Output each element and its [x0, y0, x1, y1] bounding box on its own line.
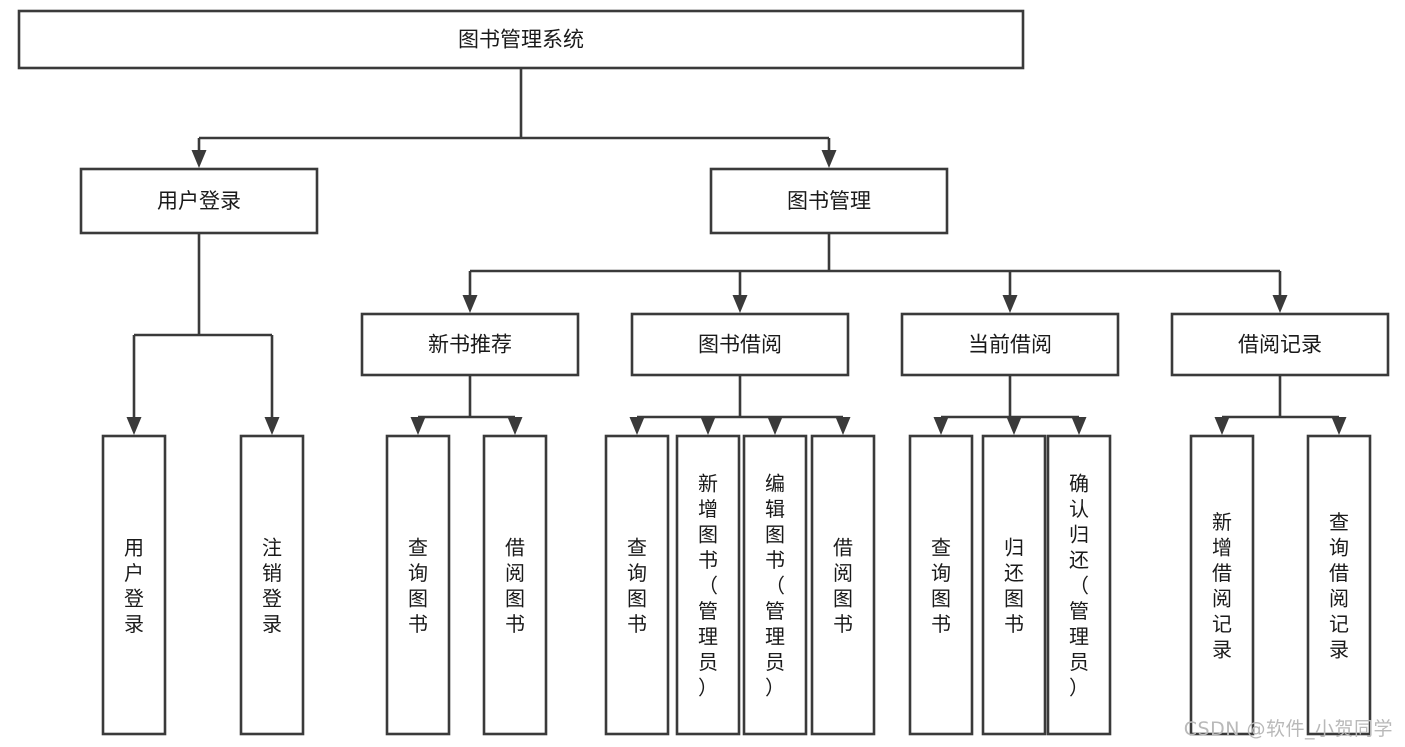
- arrowhead-leaf-add-book: [700, 417, 716, 435]
- node-label-leaf-add-book: 新增图书（管理员）: [698, 472, 718, 700]
- node-label-leaf-user-login: 用户登录: [124, 535, 144, 636]
- node-current-borrow[interactable]: 当前借阅: [900, 312, 1120, 377]
- node-leaf-query-record[interactable]: 查询借阅记录: [1306, 434, 1372, 736]
- node-label-leaf-borrow-book-2: 借阅图书: [833, 535, 853, 636]
- node-box-user-login: [79, 167, 319, 235]
- node-leaf-add-book[interactable]: 新增图书（管理员）: [675, 434, 741, 736]
- arrowhead-leaf-query-book-1: [410, 417, 426, 435]
- arrowhead-leaf-logout: [264, 417, 280, 435]
- node-label-leaf-query-book-2: 查询图书: [627, 535, 647, 636]
- node-box-leaf-add-record: [1189, 434, 1255, 736]
- node-borrow-record[interactable]: 借阅记录: [1170, 312, 1390, 377]
- node-box-leaf-borrow-book-1: [482, 434, 548, 736]
- node-label-leaf-logout: 注销登录: [262, 535, 282, 636]
- node-layer: 图书管理系统用户登录图书管理新书推荐图书借阅当前借阅借阅记录用户登录注销登录查询…: [17, 9, 1390, 736]
- node-label-leaf-return-book: 归还图书: [1004, 535, 1024, 636]
- arrowhead-leaf-add-record: [1214, 417, 1230, 435]
- arrowhead-leaf-borrow-book-1: [507, 417, 523, 435]
- node-label-book-borrow: 图书借阅: [698, 333, 782, 357]
- node-new-book-rec[interactable]: 新书推荐: [360, 312, 580, 377]
- node-box-book-manage: [709, 167, 949, 235]
- node-label-user-login: 用户登录: [157, 189, 241, 213]
- node-label-leaf-add-record: 新增借阅记录: [1212, 510, 1232, 662]
- arrowhead-leaf-edit-book: [767, 417, 783, 435]
- node-label-current-borrow: 当前借阅: [968, 333, 1052, 357]
- node-box-leaf-query-book-2: [604, 434, 670, 736]
- node-box-leaf-logout: [239, 434, 305, 736]
- arrowhead-new-book-rec: [462, 295, 478, 313]
- node-box-undefined: [17, 9, 1025, 70]
- arrowhead-borrow-record: [1272, 295, 1288, 313]
- node-box-new-book-rec: [360, 312, 580, 377]
- arrowhead-leaf-confirm-return: [1071, 417, 1087, 435]
- arrowhead-book-borrow: [732, 295, 748, 313]
- node-leaf-query-book-1[interactable]: 查询图书: [385, 434, 451, 736]
- node-box-leaf-user-login: [101, 434, 167, 736]
- node-label-new-book-rec: 新书推荐: [428, 333, 512, 357]
- arrowhead-current-borrow: [1002, 295, 1018, 313]
- node-label-leaf-query-book-3: 查询图书: [931, 535, 951, 636]
- node-leaf-return-book[interactable]: 归还图书: [981, 434, 1047, 736]
- node-box-leaf-add-book: [675, 434, 741, 736]
- node-box-leaf-confirm-return: [1046, 434, 1112, 736]
- node-book-manage[interactable]: 图书管理: [709, 167, 949, 235]
- node-box-leaf-borrow-book-2: [810, 434, 876, 736]
- node-leaf-confirm-return[interactable]: 确认归还（管理员）: [1046, 434, 1112, 736]
- node-box-book-borrow: [630, 312, 850, 377]
- node-book-borrow[interactable]: 图书借阅: [630, 312, 850, 377]
- arrowhead-root-book-manage: [821, 150, 837, 168]
- node-box-leaf-query-book-1: [385, 434, 451, 736]
- arrowhead-leaf-query-book-2: [629, 417, 645, 435]
- node-box-leaf-query-record: [1306, 434, 1372, 736]
- connector-layer: [126, 68, 1347, 435]
- arrowhead-leaf-borrow-book-2: [835, 417, 851, 435]
- node-label-undefined: 图书管理系统: [458, 28, 584, 52]
- node-leaf-add-record[interactable]: 新增借阅记录: [1189, 434, 1255, 736]
- arrowhead-leaf-return-book: [1006, 417, 1022, 435]
- node-leaf-edit-book[interactable]: 编辑图书（管理员）: [742, 434, 808, 736]
- node-leaf-query-book-3[interactable]: 查询图书: [908, 434, 974, 736]
- node-box-borrow-record: [1170, 312, 1390, 377]
- node-label-leaf-query-book-1: 查询图书: [408, 535, 428, 636]
- node-label-borrow-record: 借阅记录: [1238, 333, 1322, 357]
- arrowhead-leaf-query-book-3: [933, 417, 949, 435]
- node-leaf-borrow-book-1[interactable]: 借阅图书: [482, 434, 548, 736]
- node-label-leaf-query-record: 查询借阅记录: [1329, 510, 1349, 662]
- node-label-leaf-edit-book: 编辑图书（管理员）: [765, 472, 785, 700]
- node-box-current-borrow: [900, 312, 1120, 377]
- node-label-book-manage: 图书管理: [787, 189, 871, 213]
- node-box-leaf-edit-book: [742, 434, 808, 736]
- node-label-leaf-confirm-return: 确认归还（管理员）: [1069, 472, 1089, 700]
- node-undefined[interactable]: 图书管理系统: [17, 9, 1025, 70]
- node-leaf-user-login[interactable]: 用户登录: [101, 434, 167, 736]
- node-leaf-logout[interactable]: 注销登录: [239, 434, 305, 736]
- node-label-leaf-borrow-book-1: 借阅图书: [505, 535, 525, 636]
- arrowhead-root-user-login: [191, 150, 207, 168]
- watermark-label: CSDN @软件_小贺同学: [1183, 718, 1393, 740]
- arrowhead-leaf-user-login: [126, 417, 142, 435]
- node-box-leaf-query-book-3: [908, 434, 974, 736]
- node-user-login[interactable]: 用户登录: [79, 167, 319, 235]
- node-leaf-query-book-2[interactable]: 查询图书: [604, 434, 670, 736]
- arrowhead-leaf-query-record: [1331, 417, 1347, 435]
- node-leaf-borrow-book-2[interactable]: 借阅图书: [810, 434, 876, 736]
- node-box-leaf-return-book: [981, 434, 1047, 736]
